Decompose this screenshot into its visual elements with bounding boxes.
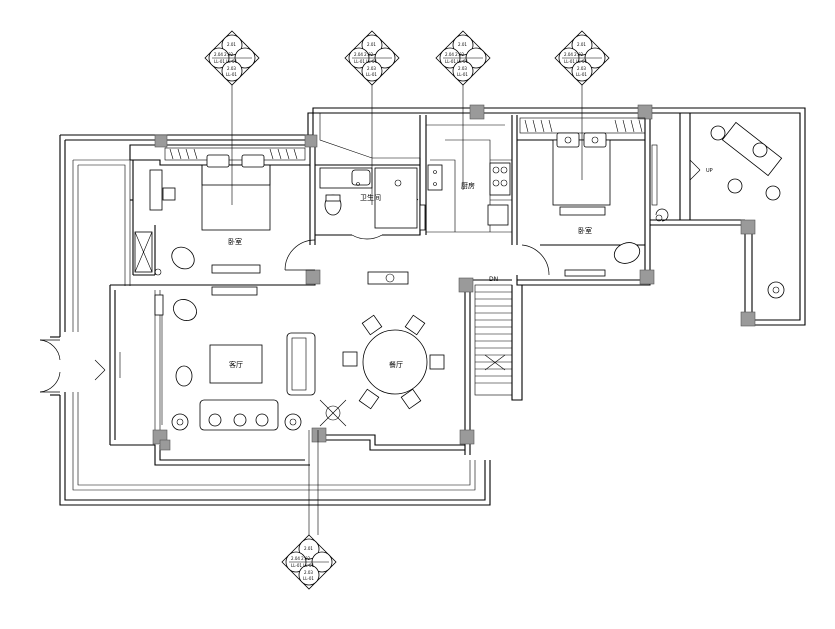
svg-text:LL-01 LL-01: LL-01 LL-01 xyxy=(564,59,588,64)
svg-text:2.01: 2.01 xyxy=(367,42,376,47)
svg-text:LL-01: LL-01 xyxy=(457,72,468,77)
wardrobe-left xyxy=(169,148,298,160)
svg-text:2.01: 2.01 xyxy=(577,42,586,47)
svg-text:2.01: 2.01 xyxy=(458,42,467,47)
svg-text:2.01: 2.01 xyxy=(227,42,236,47)
elevation-tag-4: 2.01 2.04 2.02 LL-01 LL-01 2.03 LL-01 xyxy=(554,30,610,86)
armchair-right-bedroom xyxy=(613,242,641,264)
elevation-tag-2: 2.01 2.04 2.02 LL-01 LL-01 2.03 LL-01 xyxy=(344,30,400,86)
elevation-tag-3: 2.01 2.04 2.02 LL-01 LL-01 2.03 LL-01 xyxy=(435,30,491,86)
bed-left xyxy=(201,164,271,231)
room-labels: 卧室 卫生间 厨房 卧室 客厅 餐厅 xyxy=(228,181,592,369)
svg-text:2.03: 2.03 xyxy=(367,66,376,71)
svg-text:2.03: 2.03 xyxy=(227,66,236,71)
svg-text:LL-01 LL-01: LL-01 LL-01 xyxy=(445,59,469,64)
tag-leaders xyxy=(231,85,583,535)
room-label-bedroom-left: 卧室 xyxy=(228,237,242,246)
svg-text:2.03: 2.03 xyxy=(577,66,586,71)
svg-text:LL-01: LL-01 xyxy=(366,72,377,77)
bed-right xyxy=(552,139,611,206)
svg-text:LL-01 LL-01: LL-01 LL-01 xyxy=(214,59,238,64)
living-room-furniture xyxy=(154,286,316,431)
staircase: DN xyxy=(474,276,513,396)
kitchen-fixtures xyxy=(427,162,511,226)
bathroom-fixtures xyxy=(319,167,426,231)
svg-text:LL-01 LL-01: LL-01 LL-01 xyxy=(354,59,378,64)
entrance-marker xyxy=(94,352,121,381)
right-bedroom-furniture xyxy=(519,117,663,277)
coffee-table xyxy=(209,344,263,384)
svg-text:LL-01: LL-01 xyxy=(303,576,314,581)
columns xyxy=(152,104,756,451)
svg-text:2.04 2.02: 2.04 2.02 xyxy=(445,52,465,57)
dining-table xyxy=(362,329,428,395)
elevation-tag-5: 2.01 2.04 2.02 LL-01 LL-01 2.03 LL-01 xyxy=(281,534,337,590)
outer-walls xyxy=(50,107,806,506)
room-label-living: 客厅 xyxy=(229,360,243,369)
svg-text:LL-01: LL-01 xyxy=(576,72,587,77)
armchair-left-bedroom xyxy=(171,246,195,270)
svg-text:2.04 2.02: 2.04 2.02 xyxy=(564,52,584,57)
svg-text:2.03: 2.03 xyxy=(458,66,467,71)
room-label-dining: 餐厅 xyxy=(389,360,403,369)
terrace-label: UP xyxy=(706,168,713,174)
doors xyxy=(39,179,669,393)
room-label-bedroom-right: 卧室 xyxy=(578,226,592,235)
svg-text:2.01: 2.01 xyxy=(304,546,313,551)
left-bedroom-furniture xyxy=(134,147,306,276)
sofa xyxy=(286,332,316,396)
svg-text:2.03: 2.03 xyxy=(304,570,313,575)
svg-text:LL-01 LL-01: LL-01 LL-01 xyxy=(291,563,315,568)
svg-text:2.04 2.02: 2.04 2.02 xyxy=(291,556,311,561)
svg-text:2.04 2.02: 2.04 2.02 xyxy=(214,52,234,57)
elevation-tag-1: 2.01 2.04 2.02 LL-01 LL-01 2.03 LL-01 xyxy=(204,30,260,86)
dining-furniture xyxy=(319,271,445,427)
room-label-kitchen: 厨房 xyxy=(461,181,475,190)
stair-label: DN xyxy=(489,276,498,283)
terrace-furniture: UP xyxy=(689,121,785,299)
room-label-bathroom: 卫生间 xyxy=(360,193,381,202)
svg-text:2.04 2.02: 2.04 2.02 xyxy=(354,52,374,57)
svg-text:LL-01: LL-01 xyxy=(226,72,237,77)
